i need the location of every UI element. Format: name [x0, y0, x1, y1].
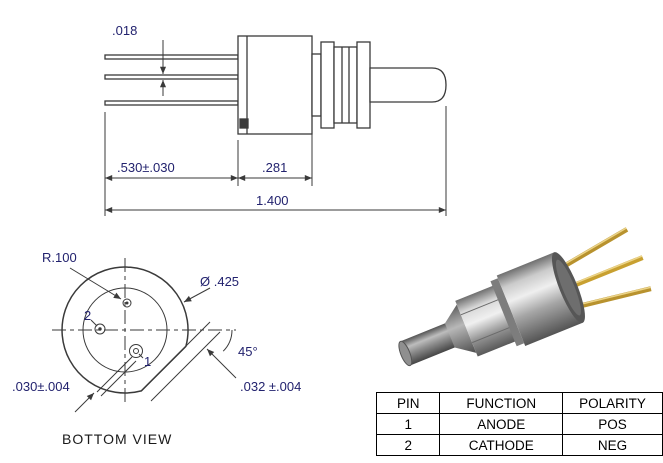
lead-bottom [104, 100, 239, 106]
pin-1-hole [129, 344, 143, 358]
pin-function-table: PIN FUNCTION POLARITY 1 ANODE POS 2 CATH… [375, 392, 663, 456]
pin2-leader [90, 319, 98, 327]
bushing-ring-left [320, 41, 335, 129]
lead-top [104, 54, 239, 60]
cell-function-1: ANODE [439, 413, 564, 435]
pin-1-label: 1 [144, 354, 151, 369]
pin-table-header-row: PIN FUNCTION POLARITY [375, 392, 663, 414]
angle-arc [222, 329, 233, 352]
pin-table-container: PIN FUNCTION POLARITY 1 ANODE POS 2 CATH… [375, 392, 663, 456]
bushing-ring-right [356, 41, 371, 129]
dim-diameter-label: Ø .425 [200, 274, 239, 289]
table-row: 2 CATHODE NEG [375, 434, 663, 456]
cell-pin-2: 2 [375, 434, 441, 456]
dim-pin-radius-label: R.100 [42, 250, 77, 265]
dim-left-arrow [74, 392, 95, 413]
shaft [369, 67, 447, 103]
header-pin: PIN [375, 392, 441, 414]
bushing-neck [311, 53, 322, 117]
pin-2-hole [94, 323, 106, 335]
flat-edge-line [140, 321, 211, 392]
header-function: FUNCTION [439, 392, 564, 414]
dim-angle-label: 45° [238, 344, 258, 359]
side-view-dimensions [104, 40, 447, 216]
cell-polarity-2: NEG [562, 434, 663, 456]
flat-offset-line [150, 331, 221, 402]
diameter-leader [183, 287, 211, 303]
dim-lead-thickness-label: .018 [112, 23, 137, 38]
dim-right-label: .032 ±.004 [240, 379, 301, 394]
dim-lead-length-label: .530±.030 [117, 160, 175, 175]
header-polarity: POLARITY [562, 392, 663, 414]
component-3d-render [398, 227, 652, 367]
cell-function-2: CATHODE [439, 434, 564, 456]
base-outline [61, 266, 189, 394]
render-washer [490, 278, 525, 347]
render-shaft [400, 322, 457, 366]
bottom-view-caption: BOTTOM VIEW [62, 431, 172, 447]
component-body [237, 35, 313, 135]
dim-right-arrow [206, 348, 237, 379]
cell-pin-1: 1 [375, 413, 441, 435]
bottom-view [52, 258, 237, 413]
dim-overall-label: 1.400 [256, 193, 289, 208]
dim-left-label: .030±.004 [12, 379, 70, 394]
side-view [104, 35, 447, 135]
cell-polarity-1: POS [562, 413, 663, 435]
render-shaft-tip [398, 340, 413, 367]
body-notch [239, 118, 249, 129]
radius-leader [69, 267, 122, 300]
render-cone [444, 304, 477, 353]
table-row: 1 ANODE POS [375, 413, 663, 435]
pin-3-hole [122, 298, 132, 308]
lead-middle [104, 74, 239, 80]
hex-nut [333, 46, 358, 124]
dim-bushing-label: .281 [262, 160, 287, 175]
pin-2-label: 2 [84, 308, 91, 323]
pin1-leader [138, 353, 144, 359]
